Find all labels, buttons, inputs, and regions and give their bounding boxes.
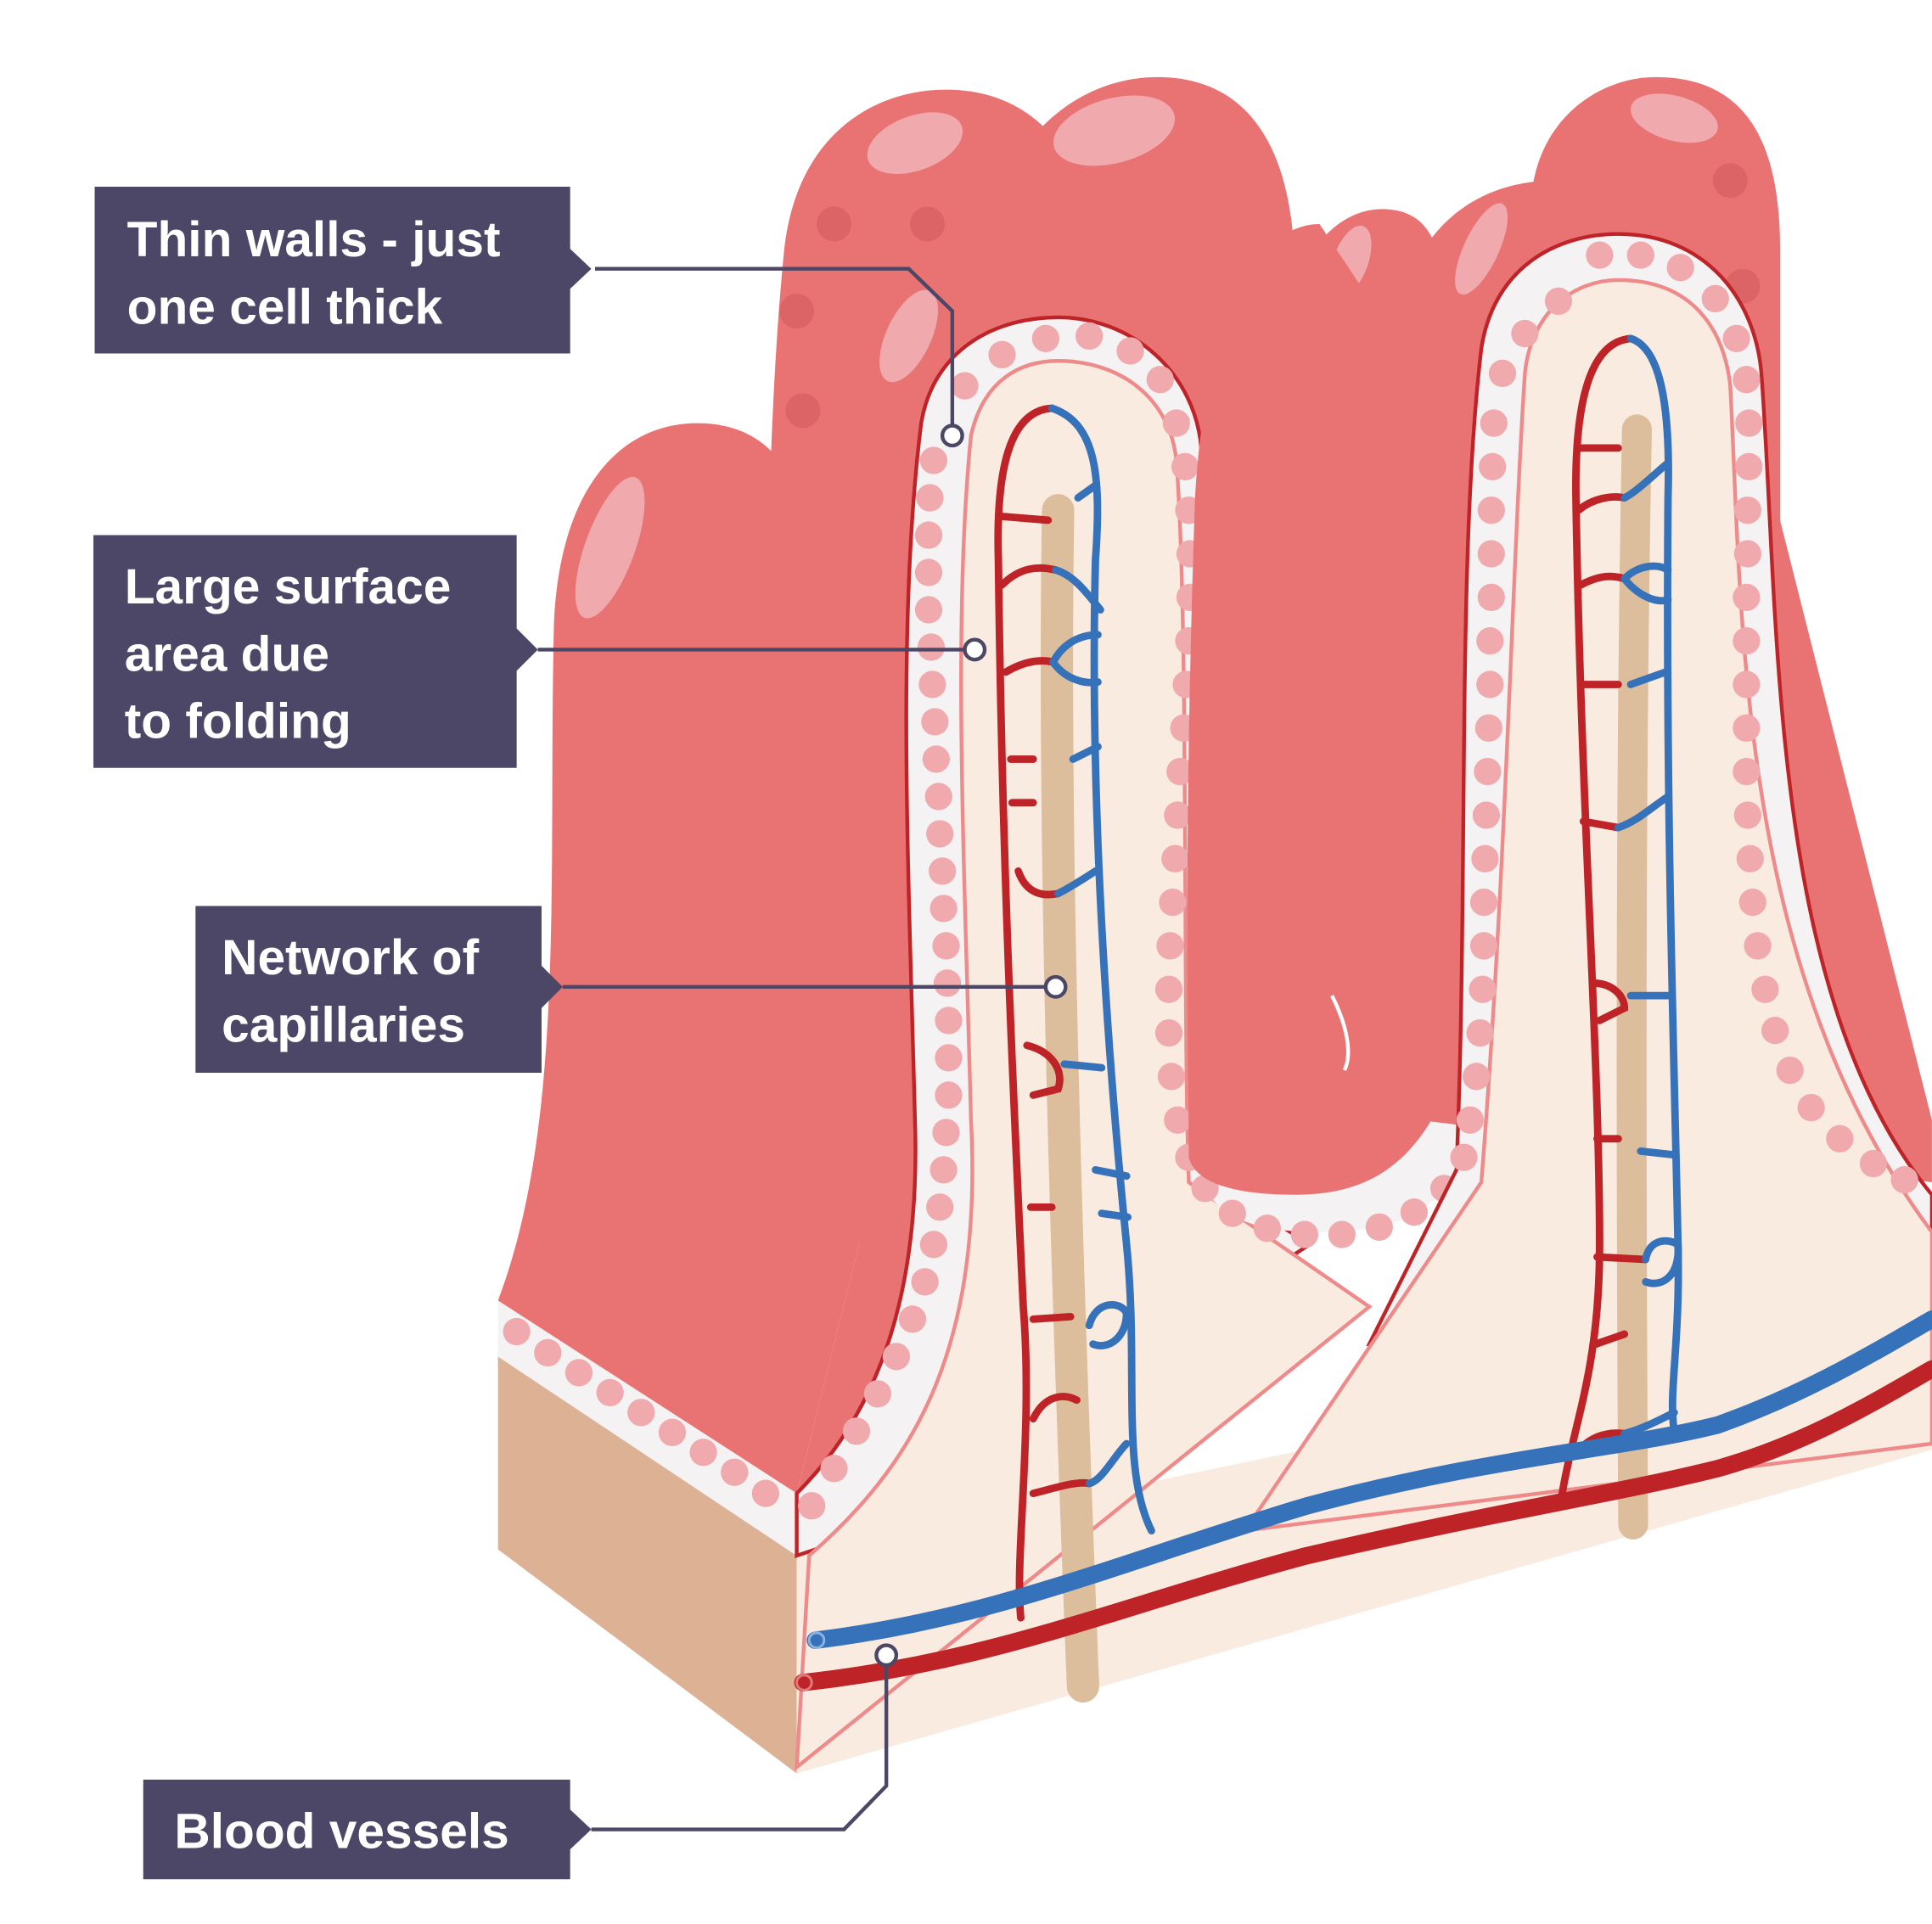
villus-highlight: [1455, 203, 1508, 295]
villus-highlight: [1630, 93, 1718, 143]
label-thin-walls: Thin walls - just one cell thick: [94, 186, 964, 448]
label-surface-area-line1: Large surface: [125, 559, 452, 614]
arteriole: [994, 404, 1056, 1622]
leader-line: [591, 1655, 889, 1831]
leader-endpoint: [940, 424, 964, 448]
label-thin-walls-line1: Thin walls - just: [127, 212, 501, 267]
venule: [1626, 334, 1682, 1435]
label-capillaries-line2: capillaries: [222, 997, 465, 1052]
label-capillaries-line1: Network of: [222, 930, 479, 985]
arteriole: [1558, 334, 1635, 1498]
venule: [1047, 404, 1155, 1535]
label-blood-vessels: Blood vessels: [143, 1643, 899, 1880]
leader-line: [595, 266, 955, 436]
villus-highlight: [879, 289, 938, 383]
base-side-face: [497, 1356, 797, 1774]
label-blood-vessels-line1: Blood vessels: [174, 1804, 508, 1859]
capillary-network-right: [1558, 334, 1682, 1498]
leader-endpoint: [874, 1643, 899, 1668]
capillary-network-left: [994, 404, 1155, 1622]
label-thin-walls-line2: one cell thick: [127, 279, 443, 334]
label-capillaries: Network of capillaries: [195, 906, 1068, 1074]
artery: [794, 1360, 1932, 1691]
epithelial-cells: [1450, 241, 1918, 1194]
label-surface-area-line2: area due: [125, 626, 329, 682]
lacteal-left: [1040, 494, 1099, 1702]
villus-front-left: [497, 423, 859, 1556]
main-blood-vessels: [794, 1310, 1932, 1691]
vein: [806, 1310, 1932, 1649]
villus-highlight: [867, 112, 963, 174]
annotations: Thin walls - just one cell thick Large s…: [93, 186, 1068, 1880]
label-surface-area: Large surface area due to folding: [93, 535, 987, 768]
villus-highlight: [1053, 95, 1176, 166]
villus-trough: [1187, 223, 1463, 1248]
villus-highlight: [575, 476, 645, 619]
leader-endpoint: [963, 637, 987, 662]
label-surface-area-line3: to folding: [125, 694, 351, 749]
leader-endpoint: [1043, 974, 1068, 999]
